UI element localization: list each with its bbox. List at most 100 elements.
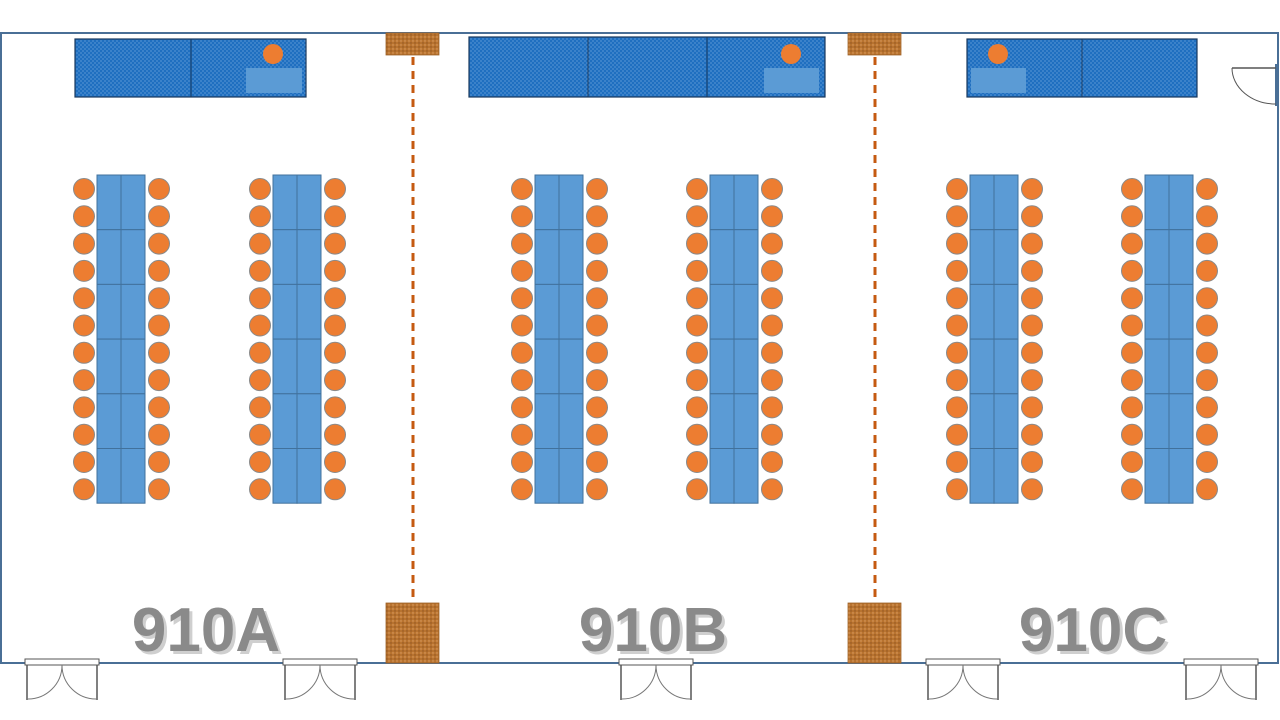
chair-icon <box>73 396 95 419</box>
chair-icon <box>324 369 346 392</box>
chair-icon <box>511 232 533 255</box>
chair-icon <box>1121 232 1143 255</box>
chair-icon <box>946 451 968 473</box>
table <box>558 229 584 285</box>
pillar <box>385 32 440 56</box>
table <box>296 229 322 285</box>
chair-icon <box>73 369 95 392</box>
table-group <box>249 174 346 504</box>
chair-icon <box>761 396 783 419</box>
table <box>96 393 122 449</box>
table-group <box>511 174 608 504</box>
chair-icon <box>1196 451 1218 473</box>
chair-icon <box>1021 451 1043 473</box>
door-icon[interactable] <box>1183 658 1259 700</box>
podium-icon <box>971 68 1026 93</box>
chair-icon <box>511 205 533 228</box>
room-label-910b: 910B <box>579 596 727 665</box>
chair-icon <box>148 205 170 228</box>
chair-icon <box>1196 423 1218 446</box>
table-group <box>1121 174 1218 504</box>
table <box>709 338 735 395</box>
chair-icon <box>249 396 271 419</box>
table <box>558 174 584 231</box>
pillar <box>385 602 440 664</box>
table <box>969 338 995 395</box>
table <box>709 448 735 504</box>
chair-icon <box>148 369 170 392</box>
table <box>969 393 995 449</box>
chair-icon <box>324 205 346 228</box>
table <box>120 338 146 395</box>
chair-icon <box>686 232 708 255</box>
chair-icon <box>586 232 608 255</box>
table <box>272 448 298 504</box>
door-icon[interactable] <box>1228 64 1277 106</box>
chair-icon <box>1021 478 1043 501</box>
chair-icon <box>324 396 346 419</box>
table <box>534 448 560 504</box>
room-label-shadow: 910A <box>135 599 283 668</box>
chair-icon <box>1121 205 1143 228</box>
doors <box>24 658 1259 700</box>
chair-icon <box>1196 314 1218 337</box>
door-icon[interactable] <box>282 658 358 700</box>
chair-icon <box>1121 478 1143 501</box>
chair-icon <box>249 314 271 337</box>
chair-icon <box>586 451 608 473</box>
stage-910c <box>966 38 1198 98</box>
table <box>272 283 298 340</box>
chair-icon <box>1121 423 1143 446</box>
chair-icon <box>249 423 271 446</box>
table <box>534 283 560 340</box>
chair-icon <box>761 451 783 473</box>
table <box>709 229 735 285</box>
table <box>272 393 298 449</box>
chair-icon <box>1121 369 1143 392</box>
door-icon[interactable] <box>925 658 1001 700</box>
table <box>296 283 322 340</box>
chair-icon <box>511 423 533 446</box>
table <box>120 283 146 340</box>
table <box>96 174 122 231</box>
chair-icon <box>73 423 95 446</box>
chair-icon <box>1121 396 1143 419</box>
chair-icon <box>1021 369 1043 392</box>
chair-icon <box>761 259 783 282</box>
door-icon[interactable] <box>24 658 100 700</box>
chair-icon <box>1021 314 1043 337</box>
chair-icon <box>761 314 783 337</box>
table <box>1144 283 1170 340</box>
chair-icon <box>511 451 533 473</box>
table <box>120 174 146 231</box>
podium-icon <box>764 68 819 93</box>
chair-icon <box>1121 287 1143 310</box>
table <box>969 283 995 340</box>
chair-icon <box>511 178 533 200</box>
chair-icon <box>249 178 271 200</box>
table <box>733 229 759 285</box>
chair-icon <box>324 259 346 282</box>
door-icon[interactable] <box>618 658 694 700</box>
chair-icon <box>686 341 708 364</box>
chair-icon <box>946 232 968 255</box>
table <box>993 174 1019 231</box>
chair-icon <box>73 232 95 255</box>
table <box>733 283 759 340</box>
table <box>558 283 584 340</box>
chair-icon <box>73 451 95 473</box>
table <box>709 393 735 449</box>
chair-icon <box>1021 423 1043 446</box>
table <box>969 448 995 504</box>
chair-icon <box>946 396 968 419</box>
chair-icon <box>1121 314 1143 337</box>
table <box>1144 448 1170 504</box>
room-label-910c: 910C <box>1019 596 1167 665</box>
table <box>993 448 1019 504</box>
chair-icon <box>1021 396 1043 419</box>
table <box>296 393 322 449</box>
chair-icon <box>761 232 783 255</box>
chair-icon <box>686 314 708 337</box>
table <box>120 229 146 285</box>
chair-icon <box>586 478 608 501</box>
